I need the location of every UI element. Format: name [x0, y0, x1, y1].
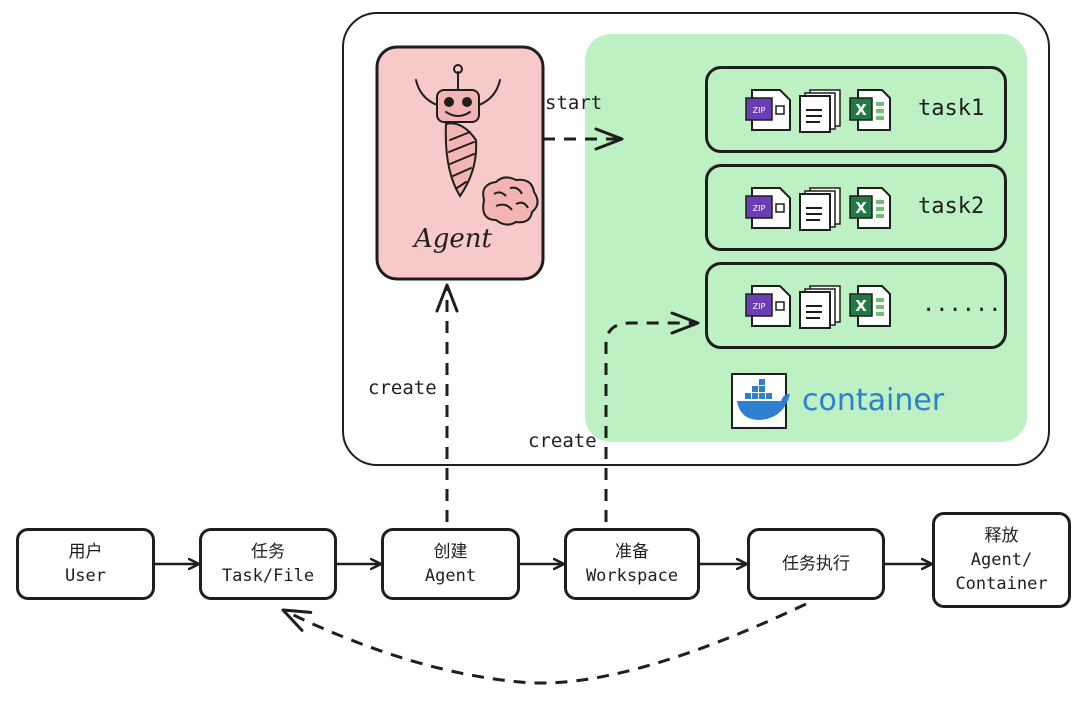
task-row [705, 164, 1007, 251]
zip-label: ZIP [753, 302, 766, 311]
start-label: start [545, 92, 603, 114]
file-icon-group: ZIP X [745, 187, 891, 231]
excel-label: X [855, 297, 867, 315]
create-container-label: create [528, 430, 597, 452]
flow-step-line: 任务执行 [782, 554, 850, 574]
flow-step-line: Agent [424, 566, 477, 586]
flow-step-line: 创建 [433, 542, 468, 562]
flow-step-line: 用户 [68, 542, 103, 562]
zip-label: ZIP [753, 106, 766, 115]
excel-file-icon: X [849, 285, 891, 327]
flow-step-prepare-workspace: 准备 Workspace [564, 528, 700, 600]
excel-label: X [855, 101, 867, 119]
agent-label: Agent [414, 224, 492, 254]
flow-step-line: Task/File [221, 566, 315, 586]
container-label: container [802, 383, 945, 418]
document-stack-icon [799, 187, 841, 231]
flow-step-line: 释放 [984, 526, 1019, 546]
flow-step-line: Agent/ [970, 550, 1033, 570]
loop-back-arrow [281, 602, 807, 685]
zip-label: ZIP [753, 204, 766, 213]
zip-file-icon: ZIP [745, 187, 791, 229]
flow-step-line: Container [955, 574, 1048, 594]
flow-step-execute: 任务执行 [747, 528, 885, 600]
file-icon-group: ZIP X [745, 285, 891, 329]
task-row [705, 262, 1007, 349]
task-label: task2 [918, 194, 985, 219]
create-agent-label: create [368, 377, 437, 399]
excel-label: X [855, 199, 867, 217]
excel-file-icon: X [849, 89, 891, 131]
container-panel [585, 34, 1027, 442]
task-label: ...... [922, 292, 1002, 317]
flow-step-release: 释放 Agent/ Container [932, 512, 1071, 608]
file-icon-group: ZIP X [745, 89, 891, 133]
document-stack-icon [799, 285, 841, 329]
flow-step-task: 任务 Task/File [199, 528, 337, 600]
flow-step-line: User [65, 566, 106, 586]
flow-step-line: 任务 [251, 542, 285, 562]
robot-icon [415, 64, 501, 198]
zip-file-icon: ZIP [745, 89, 791, 131]
brain-icon [482, 176, 539, 226]
zip-file-icon: ZIP [745, 285, 791, 327]
create-container-arrow [604, 311, 700, 522]
flow-step-user: 用户 User [16, 528, 155, 600]
flow-step-line: Workspace [585, 566, 679, 586]
flow-step-create-agent: 创建 Agent [381, 528, 520, 600]
task-label: task1 [918, 96, 985, 121]
document-stack-icon [799, 89, 841, 133]
flow-step-line: 准备 [615, 542, 649, 562]
excel-file-icon: X [849, 187, 891, 229]
task-row [705, 66, 1007, 153]
docker-icon [731, 373, 790, 429]
